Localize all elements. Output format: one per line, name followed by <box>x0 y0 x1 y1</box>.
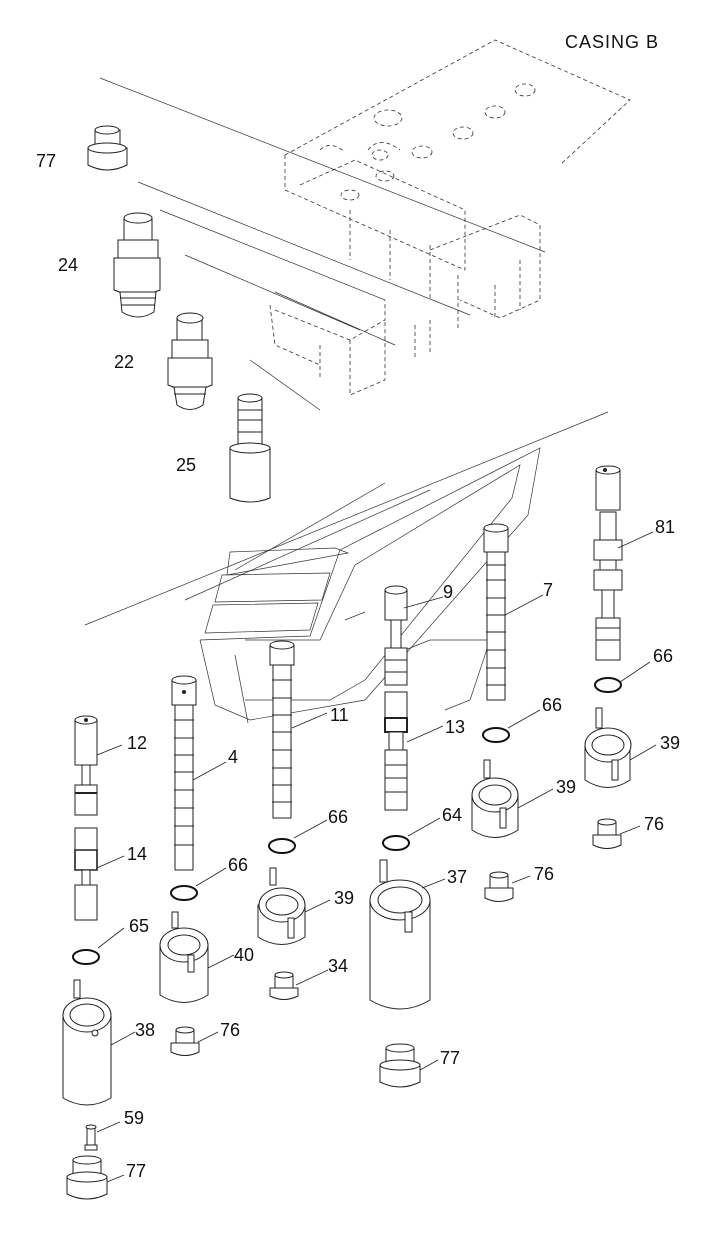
part-38-cover <box>62 979 112 1106</box>
part-39-cover-a <box>584 707 632 788</box>
o-rings <box>72 677 622 965</box>
callout-22: 22 <box>114 352 134 372</box>
callout-34: 34 <box>328 956 348 976</box>
callout-38: 38 <box>135 1020 155 1040</box>
callout-66: 66 <box>328 807 348 827</box>
part-25-valve <box>229 393 271 503</box>
callout-4: 4 <box>228 747 238 767</box>
part-59-screw <box>84 1124 98 1151</box>
part-81-spool <box>593 465 623 661</box>
part-4-spool <box>171 675 197 871</box>
part-24-valve <box>113 212 161 318</box>
callout-11: 11 <box>330 705 349 725</box>
callout-76: 76 <box>220 1020 240 1040</box>
diagram-title: CASING B <box>564 32 659 52</box>
callout-66: 66 <box>653 646 673 666</box>
part-77-plug-mid <box>379 1043 421 1088</box>
callout-66: 66 <box>542 695 562 715</box>
casing-b-housing <box>99 39 631 411</box>
callout-labels: 77 24 22 25 81 9 7 66 66 11 13 12 4 39 3… <box>36 151 680 1181</box>
callout-77: 77 <box>36 151 56 171</box>
part-13-spool <box>384 691 408 811</box>
part-77-plug-top <box>87 125 128 171</box>
callout-37: 37 <box>447 867 467 887</box>
callout-9: 9 <box>443 582 453 602</box>
callout-65: 65 <box>129 916 149 936</box>
callout-39: 39 <box>334 888 354 908</box>
part-76-plug-c <box>170 1026 200 1056</box>
part-77-plug-bottom <box>66 1155 108 1200</box>
callout-12: 12 <box>127 733 147 753</box>
callout-76: 76 <box>534 864 554 884</box>
leader-lines <box>96 531 657 1183</box>
callout-7: 7 <box>543 580 553 600</box>
part-39-cover-c <box>257 867 306 945</box>
callout-59: 59 <box>124 1108 144 1128</box>
callout-40: 40 <box>234 945 254 965</box>
callout-13: 13 <box>445 717 465 737</box>
part-39-cover-b <box>471 759 519 838</box>
part-12-spool <box>74 715 98 816</box>
callout-77: 77 <box>440 1048 460 1068</box>
callout-64: 64 <box>442 805 462 825</box>
callout-81: 81 <box>655 517 675 537</box>
callout-14: 14 <box>127 844 147 864</box>
callout-66: 66 <box>228 855 248 875</box>
part-22-valve <box>167 312 213 410</box>
part-14-spool <box>74 827 98 921</box>
part-9-spool <box>384 585 408 686</box>
callout-76: 76 <box>644 814 664 834</box>
callout-39: 39 <box>556 777 576 797</box>
callout-25: 25 <box>176 455 196 475</box>
part-7-spool <box>483 523 509 701</box>
passage-plate <box>84 411 609 724</box>
callout-24: 24 <box>58 255 78 275</box>
part-37-cover <box>369 859 431 1010</box>
part-34-plug <box>269 971 299 1000</box>
callout-39: 39 <box>660 733 680 753</box>
part-76-plug-a <box>592 818 622 849</box>
part-11-spool <box>269 640 295 819</box>
callout-77: 77 <box>126 1161 146 1181</box>
part-40-cover <box>159 911 209 1003</box>
part-76-plug-b <box>484 871 514 902</box>
